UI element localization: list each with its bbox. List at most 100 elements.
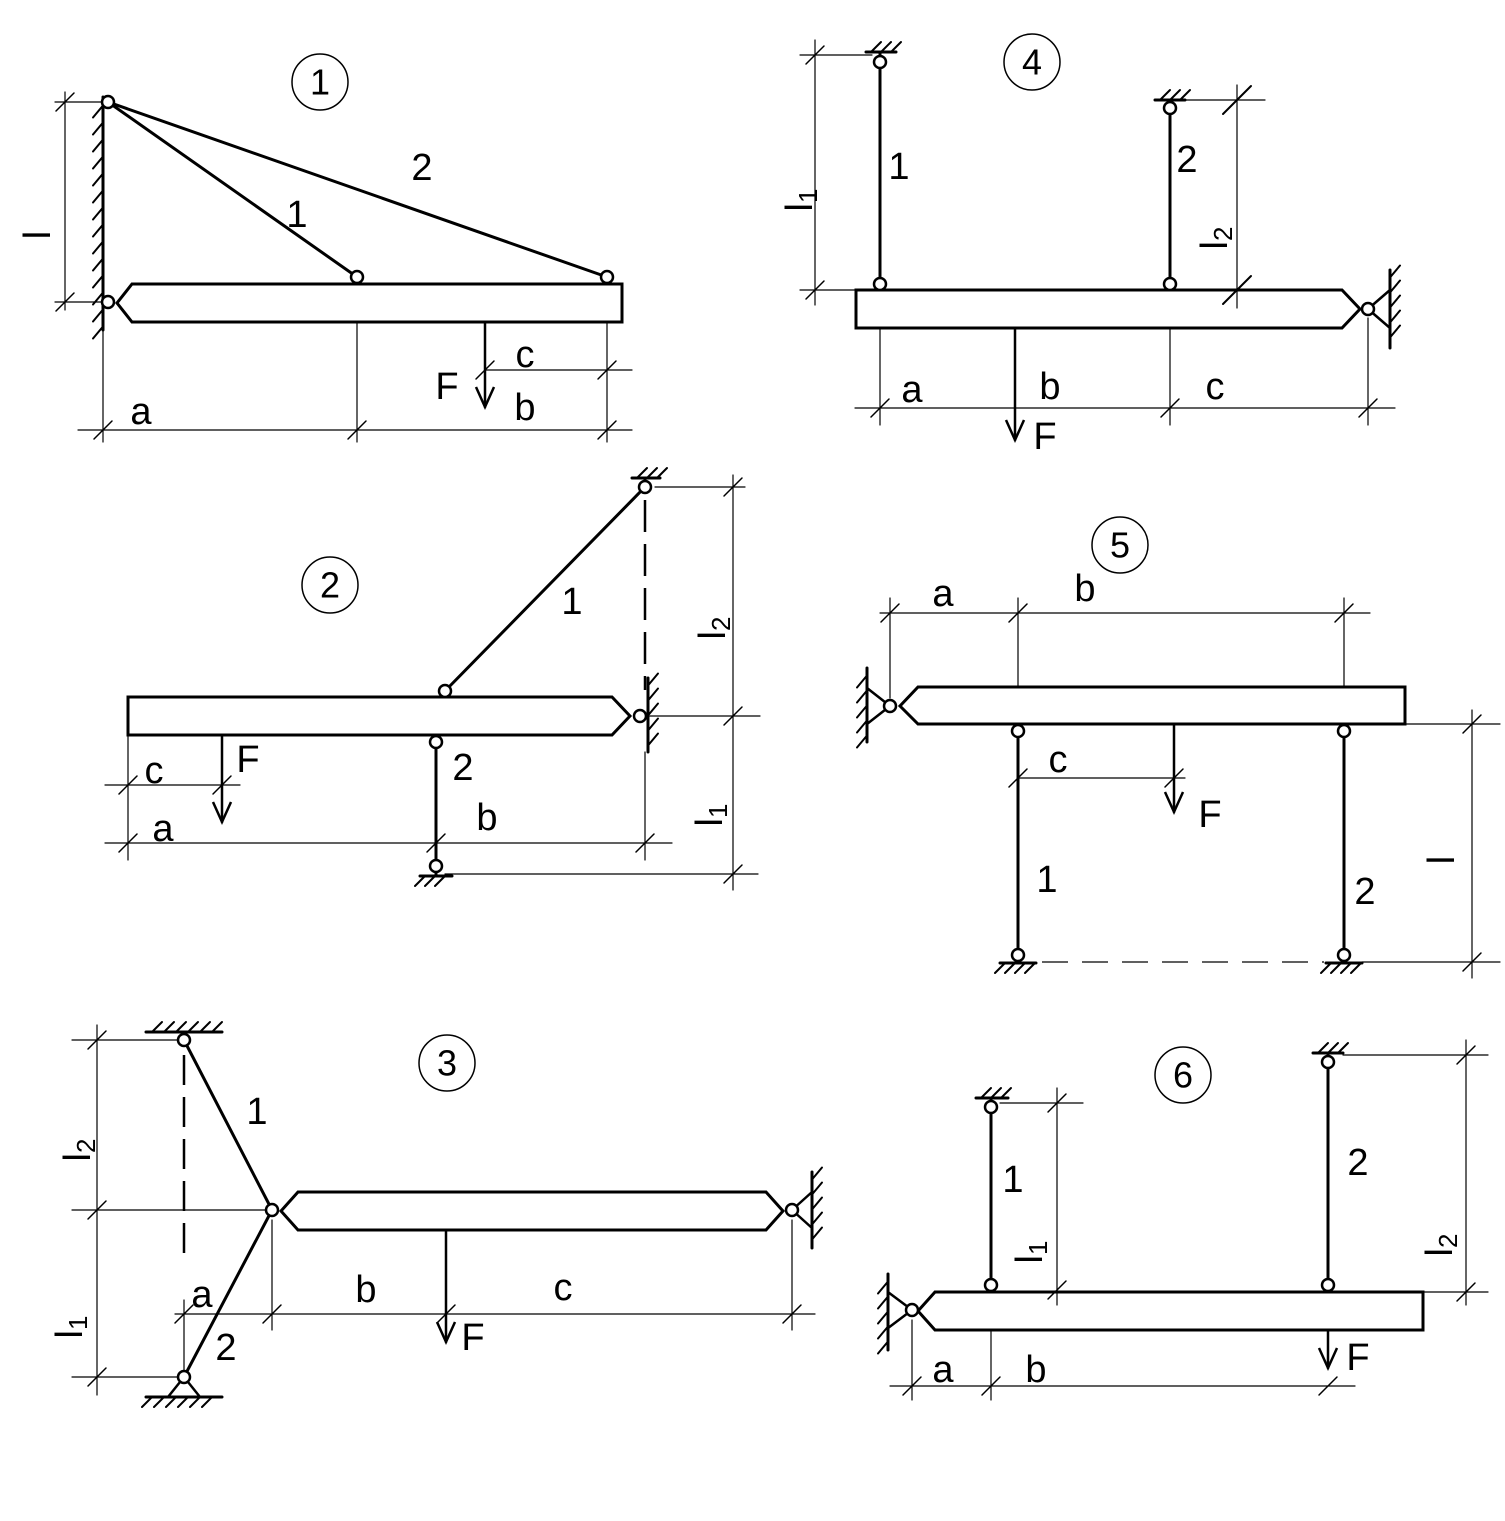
dimension-tick — [880, 603, 900, 623]
hatch-mark — [880, 41, 892, 53]
dimensions — [54, 91, 633, 443]
length-l1-label: l1 — [49, 1316, 93, 1339]
figure-1-number: 1 — [310, 62, 330, 103]
length-l1-label: l1 — [689, 804, 733, 827]
pin-joint — [1010, 947, 1026, 963]
pin-joint — [1162, 100, 1178, 116]
hatch-mark — [92, 325, 104, 340]
hatch-mark — [647, 702, 659, 717]
hatch-mark — [811, 1181, 823, 1196]
figure-4-number-circle — [1003, 33, 1061, 91]
length-l-label: l — [17, 231, 59, 239]
pin-joint — [1320, 1054, 1336, 1070]
length-l1-subscript: 1 — [63, 1316, 93, 1330]
dimension-b-label: b — [355, 1269, 376, 1311]
dimension-tick — [870, 398, 890, 418]
hatch-mark — [92, 308, 104, 323]
hatch-mark — [92, 223, 104, 238]
length-l-label: l — [1421, 856, 1463, 864]
top-support-rod-1 — [974, 1087, 1012, 1100]
rod-2-label: 2 — [452, 747, 473, 789]
hatch-mark — [1000, 1087, 1012, 1099]
hatch-mark — [1389, 279, 1401, 294]
figure-6-number-circle — [1154, 1046, 1212, 1104]
hatch-mark — [1179, 89, 1191, 101]
length-l2-label: l2 — [1194, 227, 1238, 250]
hatch-mark — [646, 467, 658, 479]
force-arrowhead — [1004, 419, 1026, 444]
figure-3-number: 3 — [437, 1043, 457, 1084]
hatch-mark — [990, 1087, 1002, 1099]
figure-2: 2 1 2 F c a b l2 l1 — [104, 467, 761, 891]
pin-joint — [904, 1302, 920, 1318]
length-l2-subscript: 2 — [71, 1139, 101, 1153]
dimension-tick — [1462, 952, 1482, 972]
dimension-tick — [805, 45, 825, 65]
pin-joint — [100, 294, 116, 310]
hatch-mark — [92, 206, 104, 221]
length-l2-base: l — [1419, 1248, 1461, 1256]
hatch-mark — [165, 1396, 177, 1408]
top-support-rod-2 — [1153, 89, 1191, 102]
dimension-tick — [347, 420, 367, 440]
beam — [278, 1190, 786, 1232]
dimension-c-label: c — [1206, 366, 1225, 408]
length-l2-base: l — [692, 631, 734, 639]
hatch-mark — [877, 1280, 889, 1295]
ground-support — [141, 1395, 224, 1408]
figure-4-number: 4 — [1022, 42, 1042, 83]
dimension-tick — [1318, 1376, 1338, 1396]
dimension-tick — [436, 1304, 456, 1324]
hatch-mark — [153, 1396, 165, 1408]
wall-support — [1388, 264, 1401, 350]
hatch-mark — [811, 1196, 823, 1211]
hatch-mark — [92, 104, 104, 119]
rod-1-label: 1 — [246, 1091, 267, 1133]
length-l1-subscript: 1 — [793, 189, 823, 203]
length-l2-subscript: 2 — [706, 617, 736, 631]
hatch-mark — [92, 121, 104, 136]
figure-1: 1 1 2 F c b a l — [17, 53, 633, 443]
pin-joint — [1320, 1277, 1336, 1293]
hatch-mark — [647, 717, 659, 732]
length-l1-subscript: 1 — [1023, 1241, 1053, 1255]
hatch-mark — [1327, 1042, 1339, 1054]
dimension-c-label: c — [1049, 739, 1068, 781]
hatch-mark — [92, 274, 104, 289]
dimension-tick — [212, 775, 232, 795]
dimension-tick — [902, 1376, 922, 1396]
hatch-mark — [201, 1396, 213, 1408]
rod-2-label: 2 — [215, 1327, 236, 1369]
dimension-tick — [475, 360, 495, 380]
length-l1-label: l1 — [779, 189, 823, 212]
hatch-mark — [189, 1396, 201, 1408]
pin-joint — [599, 269, 615, 285]
hatch-mark — [856, 704, 868, 719]
hatch-mark — [647, 687, 659, 702]
hatch-mark — [414, 875, 426, 887]
force-label: F — [1033, 416, 1056, 458]
hatch-mark — [877, 1325, 889, 1340]
force-arrow — [211, 733, 233, 826]
figure-6-number: 6 — [1173, 1055, 1193, 1096]
hatch-mark — [92, 257, 104, 272]
dimension-b-label: b — [1074, 568, 1095, 610]
hatch-mark — [890, 41, 902, 53]
length-l1-base: l — [49, 1330, 91, 1338]
length-l1-base: l — [689, 818, 731, 826]
dimension-tick — [805, 280, 825, 300]
dimension-c-label: c — [516, 334, 535, 376]
figure-2-number-circle — [301, 556, 359, 614]
hatch-mark — [1317, 1042, 1329, 1054]
rod-1-label: 1 — [286, 194, 307, 236]
hatch-mark — [811, 1226, 823, 1241]
figure-3-number-circle — [418, 1034, 476, 1092]
hatch-mark — [856, 674, 868, 689]
pin-joint — [1336, 723, 1352, 739]
pin-joint — [176, 1369, 192, 1385]
dimension-tick — [55, 92, 75, 112]
dimension-a-label: a — [932, 573, 954, 615]
hatch-mark — [151, 1021, 163, 1033]
length-l2-subscript: 2 — [1208, 227, 1238, 241]
pin-joint — [872, 54, 888, 70]
